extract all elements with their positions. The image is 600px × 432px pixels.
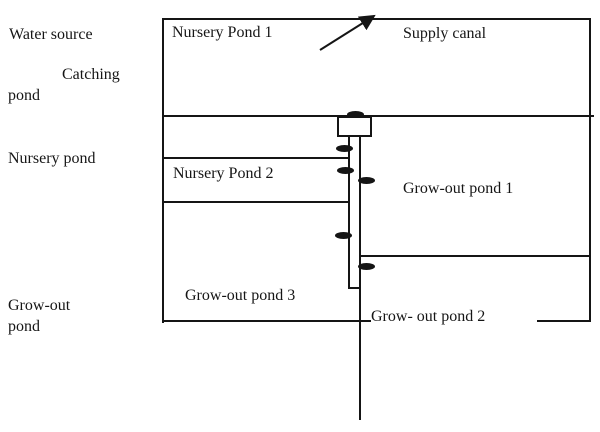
- sluice-gate-icon: [347, 111, 364, 118]
- pond-boundary-left: [162, 18, 164, 323]
- pond-boundary-bottom-left: [162, 320, 371, 322]
- label-grow-out-pond-3: Grow-out pond 3: [185, 287, 296, 304]
- drainage-channel-right-wall: [359, 136, 361, 420]
- label-supply-canal: Supply canal: [403, 25, 487, 42]
- label-grow-out-pond-2: Grow- out pond 2: [371, 308, 486, 325]
- grow-out-pond-1-divider: [359, 255, 590, 257]
- supply-canal-divider: [162, 115, 594, 117]
- sluice-gate-icon: [337, 167, 354, 174]
- sluice-gate-icon: [358, 177, 375, 184]
- label-nursery-pond-2: Nursery Pond 2: [173, 165, 274, 182]
- label-nursery-pond-1: Nursery Pond 1: [172, 24, 273, 41]
- label-nursery-pond: Nursery pond: [8, 150, 96, 167]
- label-grow-out-pond: Grow-out pond: [8, 297, 71, 335]
- sluice-gate-icon: [358, 263, 375, 270]
- sluice-gate-icon: [336, 145, 353, 152]
- label-catching-pond: Catching pond: [8, 66, 120, 104]
- drainage-channel-end-wall: [348, 287, 361, 289]
- sluice-box: [337, 116, 372, 137]
- pond-boundary-top: [162, 18, 591, 20]
- nursery-pond-2-bottom-divider: [162, 201, 350, 203]
- nursery-pond-2-top-divider: [162, 157, 350, 159]
- flow-arrow-icon: [319, 14, 376, 51]
- label-water-source: Water source: [9, 26, 93, 43]
- drainage-channel-left-wall: [348, 136, 350, 289]
- pond-boundary-right: [589, 18, 591, 322]
- pond-boundary-bottom-right: [537, 320, 591, 322]
- sluice-gate-icon: [335, 232, 352, 239]
- label-grow-out-pond-1: Grow-out pond 1: [403, 180, 514, 197]
